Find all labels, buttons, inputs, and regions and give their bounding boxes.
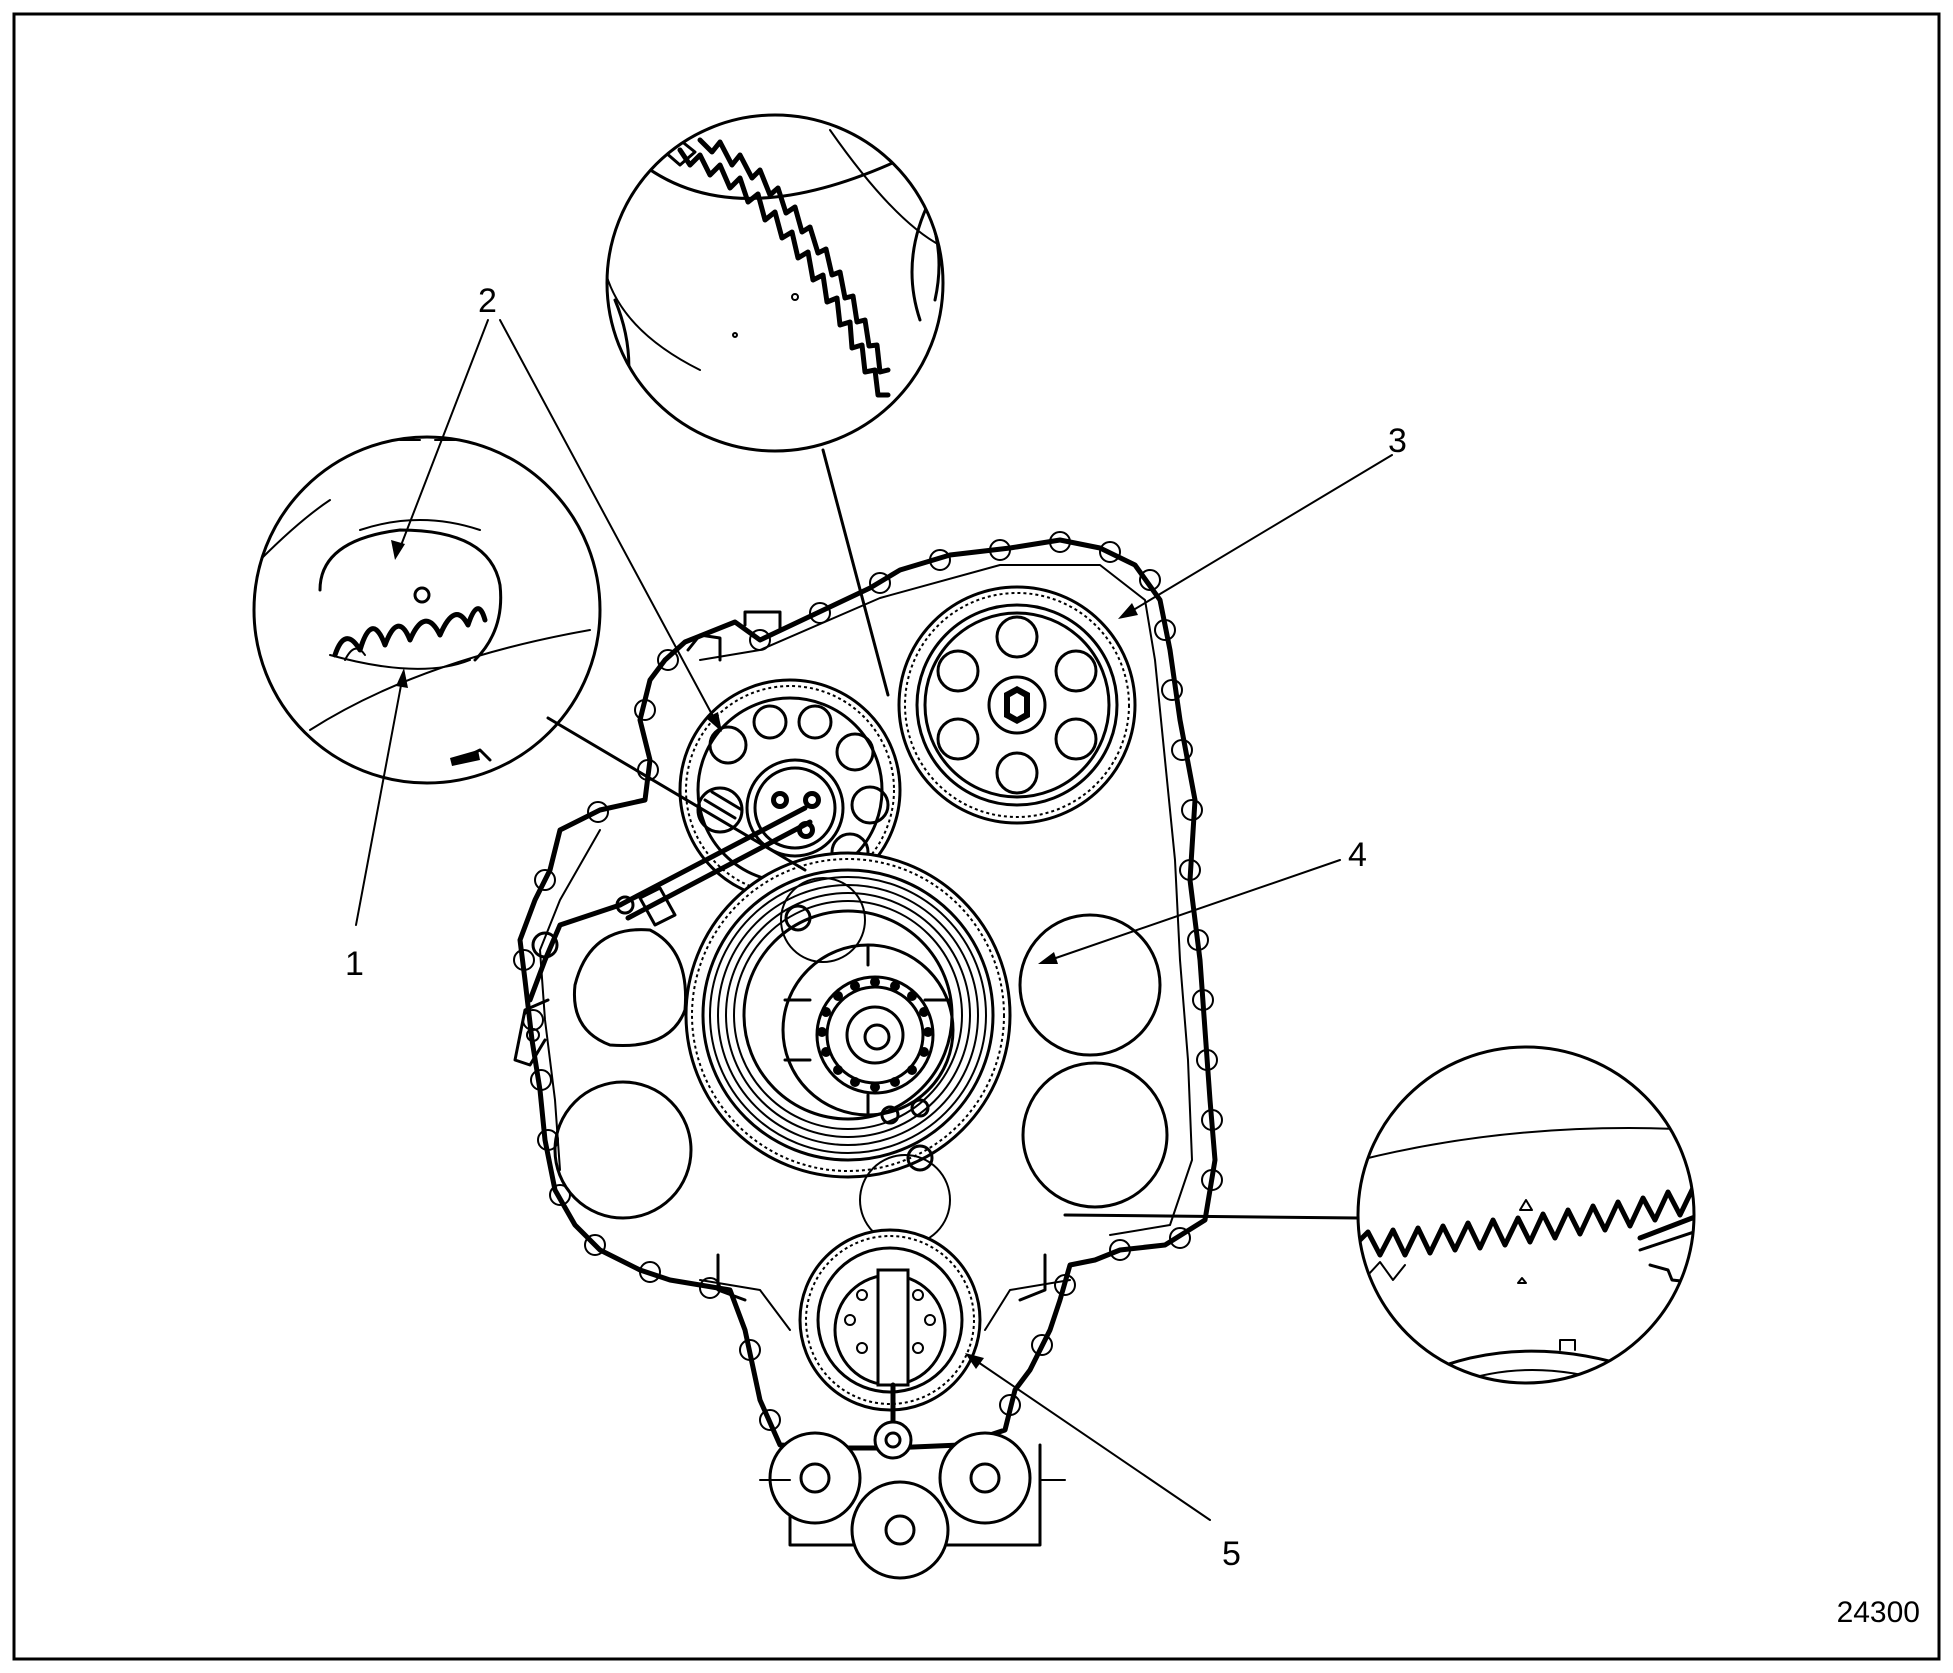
- tooth-mesh-detail-right: [1356, 1045, 1696, 1385]
- callouts: 1 2 3 4 5: [345, 282, 1407, 1573]
- idler-gear: [684, 851, 1012, 1246]
- camshaft-gear: [897, 585, 1137, 825]
- callout-5: 5: [1222, 1535, 1241, 1573]
- callout-3: 3: [1388, 422, 1407, 460]
- figure-frame: [12, 12, 1941, 1661]
- crankshaft-gear: [798, 1228, 982, 1460]
- callout-2: 2: [478, 282, 497, 320]
- callout-1: 1: [345, 945, 364, 983]
- tooth-alignment-detail-top: [605, 113, 945, 453]
- detail-connector-lines: [546, 448, 1360, 1220]
- tooth-mark-detail-left: [252, 435, 602, 785]
- timing-pin-tool: [527, 805, 813, 1003]
- callout-4: 4: [1348, 836, 1367, 874]
- gear-housing: [513, 531, 1223, 1451]
- accessory-gears: [759, 1431, 1066, 1580]
- figure-number: 24300: [1837, 1596, 1920, 1629]
- leader-lines: [355, 319, 1393, 1521]
